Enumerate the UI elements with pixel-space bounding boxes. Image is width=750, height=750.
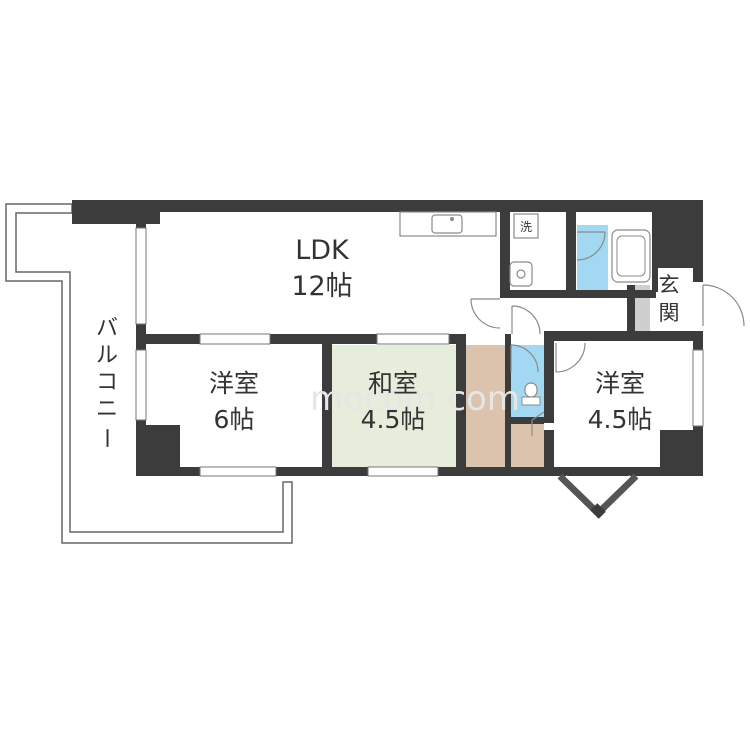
watermark: mocom.com xyxy=(310,379,520,419)
closet-small xyxy=(511,424,544,467)
wall-entrance-left xyxy=(627,285,635,331)
ldk-name: LDK xyxy=(295,235,350,266)
wall-left-bottom-block xyxy=(136,425,180,474)
entrance-label-1: 玄 xyxy=(659,273,680,297)
japanese-room-floor xyxy=(332,345,456,467)
svg-text:バ: バ xyxy=(96,316,118,341)
windows xyxy=(135,227,704,477)
ldk-size: 12帖 xyxy=(291,271,352,302)
wall-top-left-block xyxy=(72,200,160,224)
svg-text:ル: ル xyxy=(96,343,118,368)
kitchen-sink xyxy=(431,214,463,234)
svg-text:コ: コ xyxy=(96,370,118,395)
wall-ldk-right xyxy=(500,200,510,290)
bath-floor xyxy=(577,225,608,290)
wall-wash-bottom xyxy=(500,290,568,298)
wall-right-room-left xyxy=(544,430,554,467)
wall-right xyxy=(693,200,703,282)
western-room-right-name: 洋室 xyxy=(595,369,645,398)
japanese-room-name: 和室 xyxy=(368,369,418,398)
wall-closet-right xyxy=(505,334,511,467)
door-swings xyxy=(470,231,745,436)
wall-room-divider-2 xyxy=(456,344,466,467)
western-room-left-name: 洋室 xyxy=(209,369,259,398)
toilet xyxy=(524,382,538,398)
entrance-label-2: 関 xyxy=(659,301,680,325)
western-room-right-size: 4.5帖 xyxy=(588,405,653,434)
wall-toilet-bottom xyxy=(511,417,544,424)
balcony-label: バ ル コ ニ ー xyxy=(93,316,118,449)
washer-box xyxy=(513,213,539,239)
wall-toilet-right xyxy=(544,331,554,423)
washer-label: 洗 xyxy=(520,220,532,234)
western-room-left-size: 6帖 xyxy=(214,405,255,434)
closet-japanese xyxy=(466,345,505,467)
wall-ldk-bottom xyxy=(136,334,466,344)
wall-bath-left xyxy=(566,212,576,298)
wall-right-bottom-block xyxy=(660,430,703,474)
wall-hall-right-top xyxy=(544,331,703,341)
wall-bath-bottom xyxy=(566,290,656,298)
japanese-room-size: 4.5帖 xyxy=(361,405,426,434)
balcony-outline xyxy=(5,203,293,544)
bathtub xyxy=(611,229,651,283)
wall-top xyxy=(72,200,703,212)
wash-basin xyxy=(509,261,533,287)
wall-bath-right xyxy=(652,212,658,292)
wall-room-divider-1 xyxy=(322,344,332,467)
svg-text:ー: ー xyxy=(93,427,118,449)
svg-text:ニ: ニ xyxy=(96,397,118,422)
